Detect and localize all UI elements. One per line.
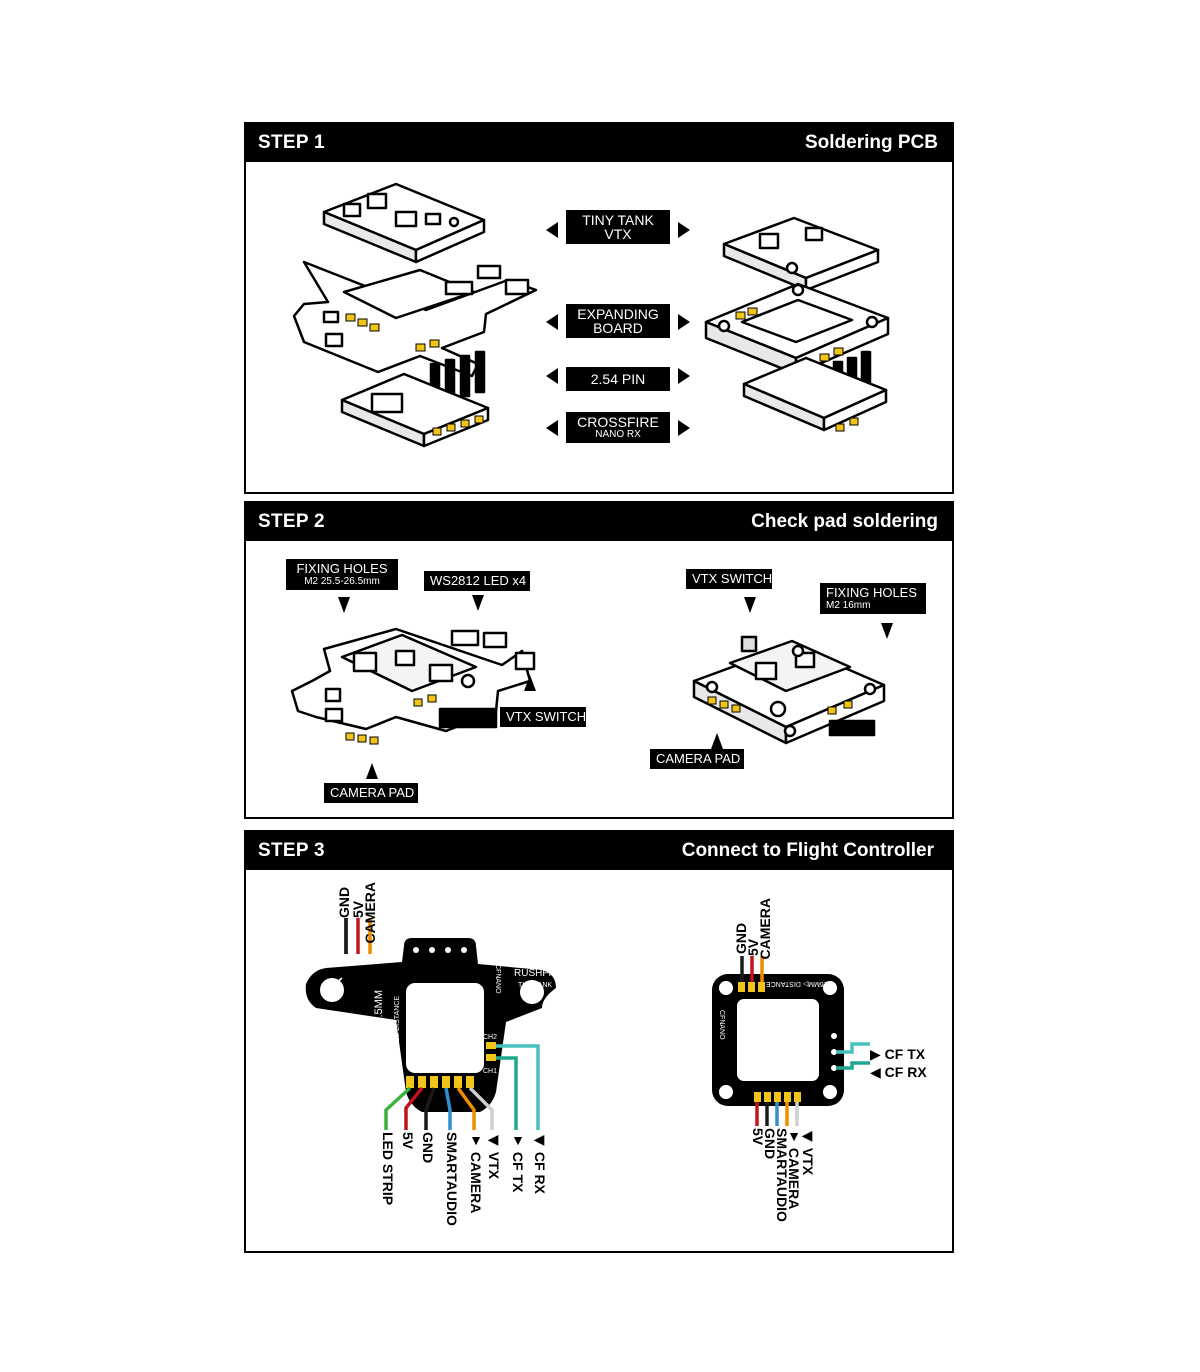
- left-pad-ch1: CH1: [447, 920, 453, 933]
- label-fixing-holes-left: FIXING HOLES M2 25.5-26.5mm: [286, 559, 398, 590]
- label-crossfire-line1: CROSSFIRE: [577, 414, 659, 430]
- right-fc-board: [712, 974, 844, 1106]
- left-bottom-cf-rx: ◀ CF RX: [532, 1132, 548, 1194]
- step2-left-board: [290, 627, 536, 733]
- right-board-distance: ◁16MM▷ DISTANCE: [766, 980, 834, 987]
- right-bottom-smartaudio: SMARTAUDIO: [774, 1128, 790, 1222]
- step3-panel: STEP 3 Connect to Flight Controller: [244, 830, 954, 1253]
- step3-header: STEP 3 Connect to Flight Controller: [246, 832, 952, 870]
- expander-board-right: [704, 282, 890, 376]
- left-wires: [344, 918, 540, 1130]
- label-vtx-switch-left: VTX SWITCH: [500, 707, 586, 727]
- label-pin-254: 2.54 PIN: [566, 367, 670, 391]
- ws2812-text: WS2812 LED x4: [430, 573, 527, 588]
- crossfire-board-left: [340, 372, 490, 448]
- step1-illustration: [292, 182, 890, 448]
- vtx-switch-left-text: VTX SWITCH: [506, 709, 587, 724]
- step2-illustration: [290, 595, 893, 779]
- label-crossfire-nano: CROSSFIRE NANO RX: [566, 412, 670, 443]
- label-expanding-line1: EXPANDING: [577, 306, 659, 322]
- expander-board-left: [292, 260, 538, 378]
- left-board-brand: RUSHFPV: [514, 968, 562, 979]
- label-tiny-tank-vtx: TINY TANK VTX: [566, 210, 670, 244]
- step1-panel: STEP 1 Soldering PCB: [244, 122, 954, 494]
- left-bottom-cf-tx: ▼ CF TX: [510, 1132, 526, 1193]
- left-pad-ch2: CH2: [463, 920, 469, 933]
- label-tiny-tank-line2: VTX: [604, 226, 632, 242]
- left-board-hole-distance: 25.5—26.5MM: [373, 990, 385, 1063]
- right-side-cf-tx: ▶ CF TX: [870, 1046, 926, 1062]
- fixing-holes-left-line1: FIXING HOLES: [296, 561, 388, 576]
- left-pad-gnd: GND: [415, 920, 421, 934]
- crossfire-board-right: [742, 356, 888, 432]
- left-board-cfnano: CFNANO: [494, 964, 501, 994]
- fixing-holes-right-line1: FIXING HOLES: [826, 585, 918, 600]
- step2-panel: STEP 2 Check pad soldering: [244, 501, 954, 819]
- fixing-holes-right-line2: M2 16mm: [826, 600, 871, 611]
- left-pad-5v: +5V: [431, 920, 437, 931]
- step3-illustration: [305, 918, 870, 1130]
- right-bottom-5v: 5V: [750, 1128, 766, 1146]
- right-bottom-vtx: ◀ VTX: [800, 1128, 816, 1176]
- camera-pad-left-text: CAMERA PAD: [330, 785, 415, 800]
- label-pin-line1: 2.54 PIN: [590, 371, 646, 387]
- step2-pointers: [338, 595, 893, 779]
- left-board-hole-distance-text: HOLE DISTANCE: [394, 996, 401, 1052]
- label-expanding-board: EXPANDING BOARD: [566, 304, 670, 338]
- label-crossfire-line2: NANO RX: [595, 429, 641, 440]
- left-bottom-camera: ▼ CAMERA: [468, 1132, 484, 1214]
- step2-header: STEP 2 Check pad soldering: [246, 503, 952, 541]
- camera-pad-right-text: CAMERA PAD: [656, 751, 741, 766]
- right-top-wire-camera: CAMERA: [757, 898, 773, 960]
- step3-title: Connect to Flight Controller: [681, 840, 934, 861]
- left-board-model: TINYTANK: [518, 982, 553, 989]
- label-camera-pad-left: CAMERA PAD: [324, 783, 418, 803]
- left-pad-ch1-side: CH1: [483, 1068, 498, 1075]
- step3-number: STEP 3: [258, 840, 325, 861]
- vtx-switch-right-text: VTX SWITCH: [692, 571, 773, 586]
- label-camera-pad-right: CAMERA PAD: [650, 749, 744, 769]
- label-fixing-holes-right: FIXING HOLES M2 16mm: [820, 583, 926, 614]
- right-side-cf-rx: ◀ CF RX: [870, 1064, 927, 1080]
- fixing-holes-left-line2: M2 25.5-26.5mm: [304, 576, 380, 587]
- step1-number: STEP 1: [258, 132, 325, 153]
- step2-title: Check pad soldering: [751, 511, 938, 532]
- right-board-cfnano: CFNANO: [718, 1010, 725, 1040]
- right-wires: [740, 956, 870, 1126]
- left-top-wire-camera: CAMERA: [362, 882, 378, 944]
- vtx-board-right: [722, 216, 880, 292]
- left-bottom-smartaudio: SMARTAUDIO: [444, 1132, 460, 1226]
- left-bottom-gnd: GND: [420, 1132, 436, 1164]
- step1-arrows: [546, 222, 690, 436]
- vtx-board-left: [322, 182, 486, 264]
- left-bottom-led-strip: LED STRIP: [380, 1132, 396, 1206]
- label-ws2812: WS2812 LED x4: [424, 571, 530, 591]
- label-tiny-tank-line1: TINY TANK: [582, 212, 654, 228]
- step1-header: STEP 1 Soldering PCB: [246, 124, 952, 162]
- left-bottom-vtx: ◀ VTX: [486, 1132, 502, 1180]
- left-bottom-5v: 5V: [400, 1132, 416, 1150]
- label-expanding-line2: BOARD: [593, 320, 643, 336]
- label-vtx-switch-right: VTX SWITCH: [686, 569, 772, 589]
- right-bottom-gnd: GND: [762, 1128, 778, 1160]
- step2-right-board: [692, 635, 886, 745]
- left-fc-board: [305, 938, 556, 1112]
- step1-title: Soldering PCB: [804, 132, 938, 153]
- right-bottom-camera: ▼ CAMERA: [786, 1128, 802, 1210]
- left-pad-ch2-side: CH2: [483, 1034, 498, 1041]
- step2-number: STEP 2: [258, 511, 325, 532]
